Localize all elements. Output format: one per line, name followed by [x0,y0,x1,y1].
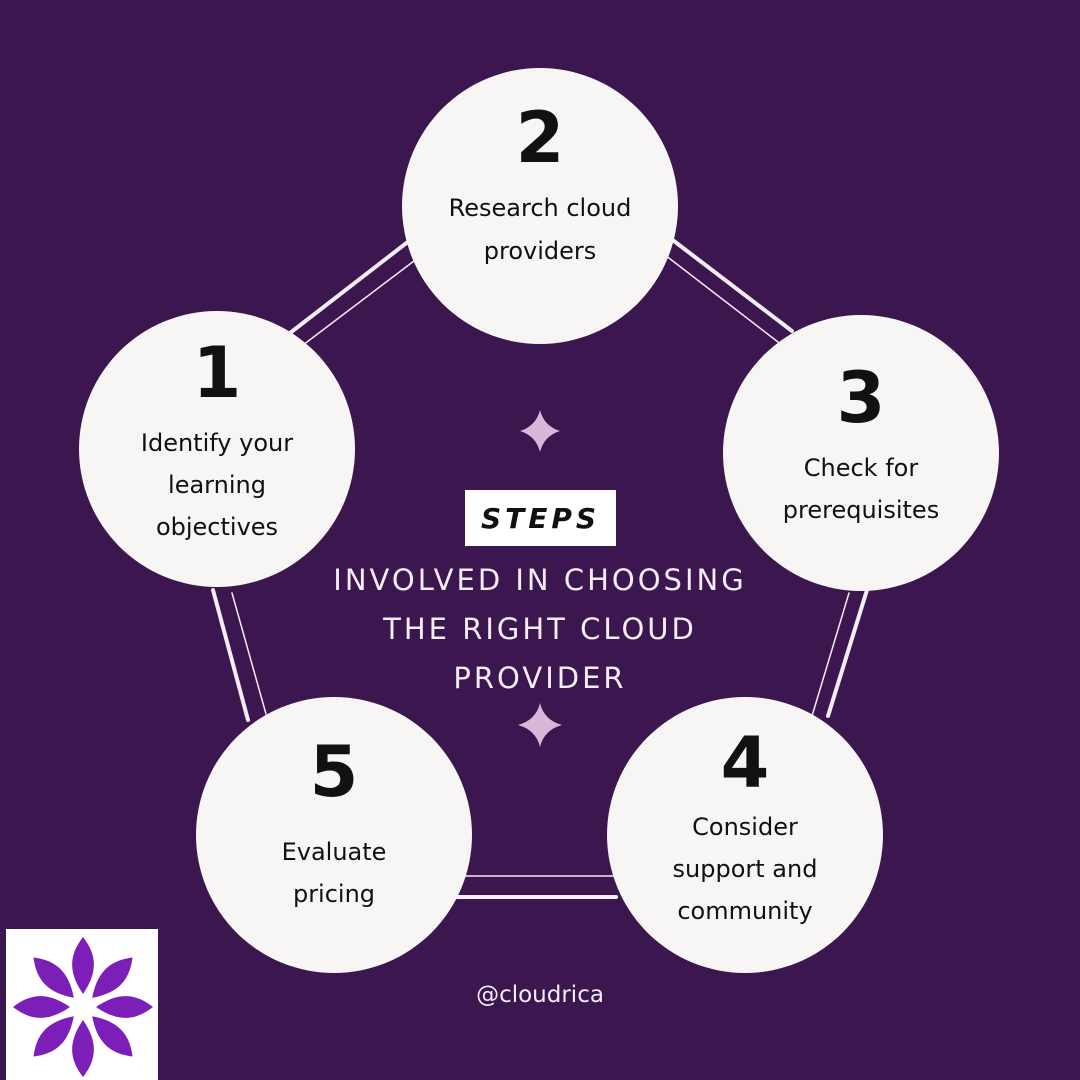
step-label: Evaluate pricing [281,838,387,908]
step-1-circle: 1 Identify your learning objectives [79,311,355,587]
steps-badge: STEPS [465,490,616,546]
step-5-circle: 5 Evaluate pricing [196,697,472,973]
flower-logo-icon [13,937,153,1077]
step-number: 4 [720,722,770,804]
center-subtitle: INVOLVED IN CHOOSING THE RIGHT CLOUD PRO… [333,563,747,695]
step-3-circle: 3 Check for prerequisites [723,315,999,591]
pentagon-connectors [211,236,869,899]
four-point-star-icon [520,410,560,452]
step-label: Consider support and community [672,813,818,925]
step-label: Research cloud providers [448,194,632,265]
step-label: Check for prerequisites [782,454,940,524]
brand-logo [6,929,158,1080]
step-2-circle: 2 Research cloud providers [402,68,678,344]
step-number: 1 [192,332,242,414]
step-number: 3 [836,357,886,439]
social-handle: @cloudrica [476,982,604,1008]
step-4-circle: 4 Consider support and community [607,697,883,973]
step-number: 2 [515,97,565,179]
step-number: 5 [309,731,359,813]
four-point-star-icon [518,703,562,747]
step-label: Identify your learning objectives [140,429,294,541]
